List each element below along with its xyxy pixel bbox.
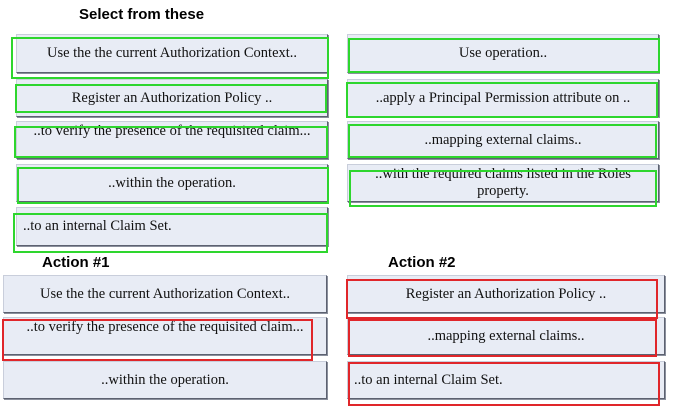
option-left-2[interactable]: Register an Authorization Policy .. (16, 79, 328, 117)
option-right-2[interactable]: ..apply a Principal Permission attribute… (347, 79, 659, 117)
action-2-item-2[interactable]: ..mapping external claims.. (347, 317, 665, 355)
option-left-3[interactable]: ..to verify the presence of the requisit… (16, 121, 328, 159)
select-from-heading: Select from these (79, 6, 205, 23)
action-1-item-1[interactable]: Use the the current Authorization Contex… (3, 275, 327, 313)
action-1-heading: Action #1 (42, 254, 110, 271)
option-right-3[interactable]: ..mapping external claims.. (347, 121, 659, 159)
action-1-item-3[interactable]: ..within the operation. (3, 361, 327, 399)
option-left-1[interactable]: Use the the current Authorization Contex… (16, 34, 328, 73)
action-2-item-3[interactable]: ..to an internal Claim Set. (347, 361, 665, 399)
option-right-4[interactable]: ..with the required claims listed in the… (347, 164, 659, 202)
action-2-item-1[interactable]: Register an Authorization Policy .. (347, 275, 665, 313)
action-1-item-2[interactable]: ..to verify the presence of the requisit… (3, 317, 327, 355)
option-right-1[interactable]: Use operation.. (347, 34, 659, 73)
option-left-4[interactable]: ..within the operation. (16, 164, 328, 202)
action-2-heading: Action #2 (388, 254, 456, 271)
option-left-5[interactable]: ..to an internal Claim Set. (16, 207, 328, 246)
